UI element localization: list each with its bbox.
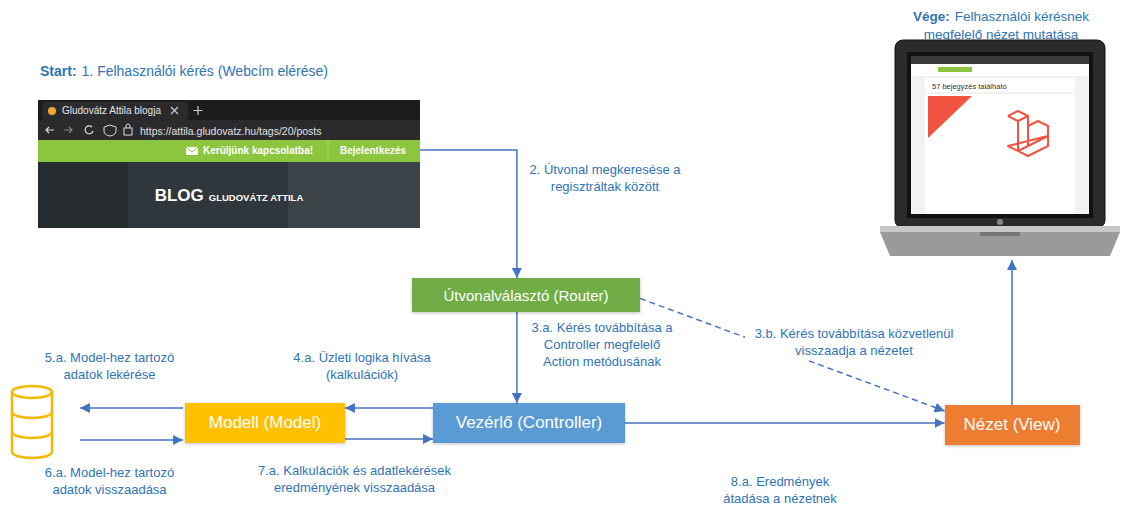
caption-label: 5.a. Model-hez tartozó adatok lekérése (45, 350, 174, 382)
browser-tab-title: Gludovátz Attila blogja (62, 105, 161, 116)
caption-label: 1. Felhasználói kérés (Webcím elérése) (82, 63, 328, 79)
nav-link: Bejelentkezés (340, 145, 406, 156)
laravel-logo (1008, 111, 1048, 156)
edge-label: 8.a. Eredmények átadása a nézetnek (712, 474, 848, 508)
connector-arrow (516, 312, 518, 403)
browser-screenshot (38, 100, 420, 228)
hero-title: BLOG GLUDOVÁTZ ATTILA (38, 186, 420, 206)
db-query-arrow (80, 407, 183, 409)
connector-arrow (345, 407, 433, 409)
edge-label: 2. Útvonal megkeresése a regisztráltak k… (526, 162, 684, 196)
hero-title-main: BLOG (155, 186, 204, 205)
connector-arrow (625, 422, 945, 424)
heading-label: Start: (40, 63, 77, 79)
caption-label: 6.a. Model-hez tartozó adatok visszaadás… (45, 465, 174, 497)
box-label: Nézet (View) (964, 415, 1061, 435)
database-symbol (12, 386, 52, 458)
browser-screenshot: Gludovátz Attila blogja https://attila.gl… (38, 100, 420, 228)
model-box: Modell (Model) (185, 403, 345, 443)
laptop-illustration (880, 38, 1120, 260)
box-label: Vezérlő (Controller) (456, 413, 602, 433)
label-group: Vége:Felhasználói kérésnek megfelelő néz… (885, 8, 1117, 43)
controller-box: Vezérlő (Controller) (433, 403, 625, 443)
nav-link: Kerüljünk kapcsolatba! (203, 145, 313, 156)
db-return-arrow (80, 439, 183, 441)
label-group: 5.a. Model-hez tartozó adatok lekérése (32, 350, 187, 384)
label-group: 6.a. Model-hez tartozó adatok visszaadás… (32, 465, 187, 499)
edge-label: 3.b. Kérés továbbítása közvetlenül vissz… (745, 326, 963, 360)
heading-label: Vége: (913, 9, 950, 24)
connector-arrow (420, 150, 517, 278)
connector-arrow (1011, 260, 1013, 405)
edge-label: 7.a. Kalkulációk és adatlekérések eredmé… (232, 463, 477, 497)
edge-label: 4.a. Üzleti logika hívása (kalkulációk) (292, 350, 432, 384)
box-label: Útvonalválasztó (Router) (443, 287, 608, 304)
hero-title-sub: GLUDOVÁTZ ATTILA (209, 192, 303, 203)
router-box: Útvonalválasztó (Router) (412, 278, 640, 312)
screen-text: 57 bejegyzés található (932, 82, 1007, 91)
browser-url: https://attila.gludovatz.hu/tags/20/post… (140, 125, 322, 137)
laptop-screen: 57 bejegyzés található (880, 38, 1120, 260)
connector-arrow (345, 438, 433, 440)
box-label: Modell (Model) (209, 413, 321, 433)
edge-label: 3.a. Kérés továbbítása a Controller megf… (526, 320, 678, 371)
label-group: Start: 1. Felhasználói kérés (Webcím elér… (40, 62, 460, 80)
view-box: Nézet (View) (945, 405, 1080, 445)
